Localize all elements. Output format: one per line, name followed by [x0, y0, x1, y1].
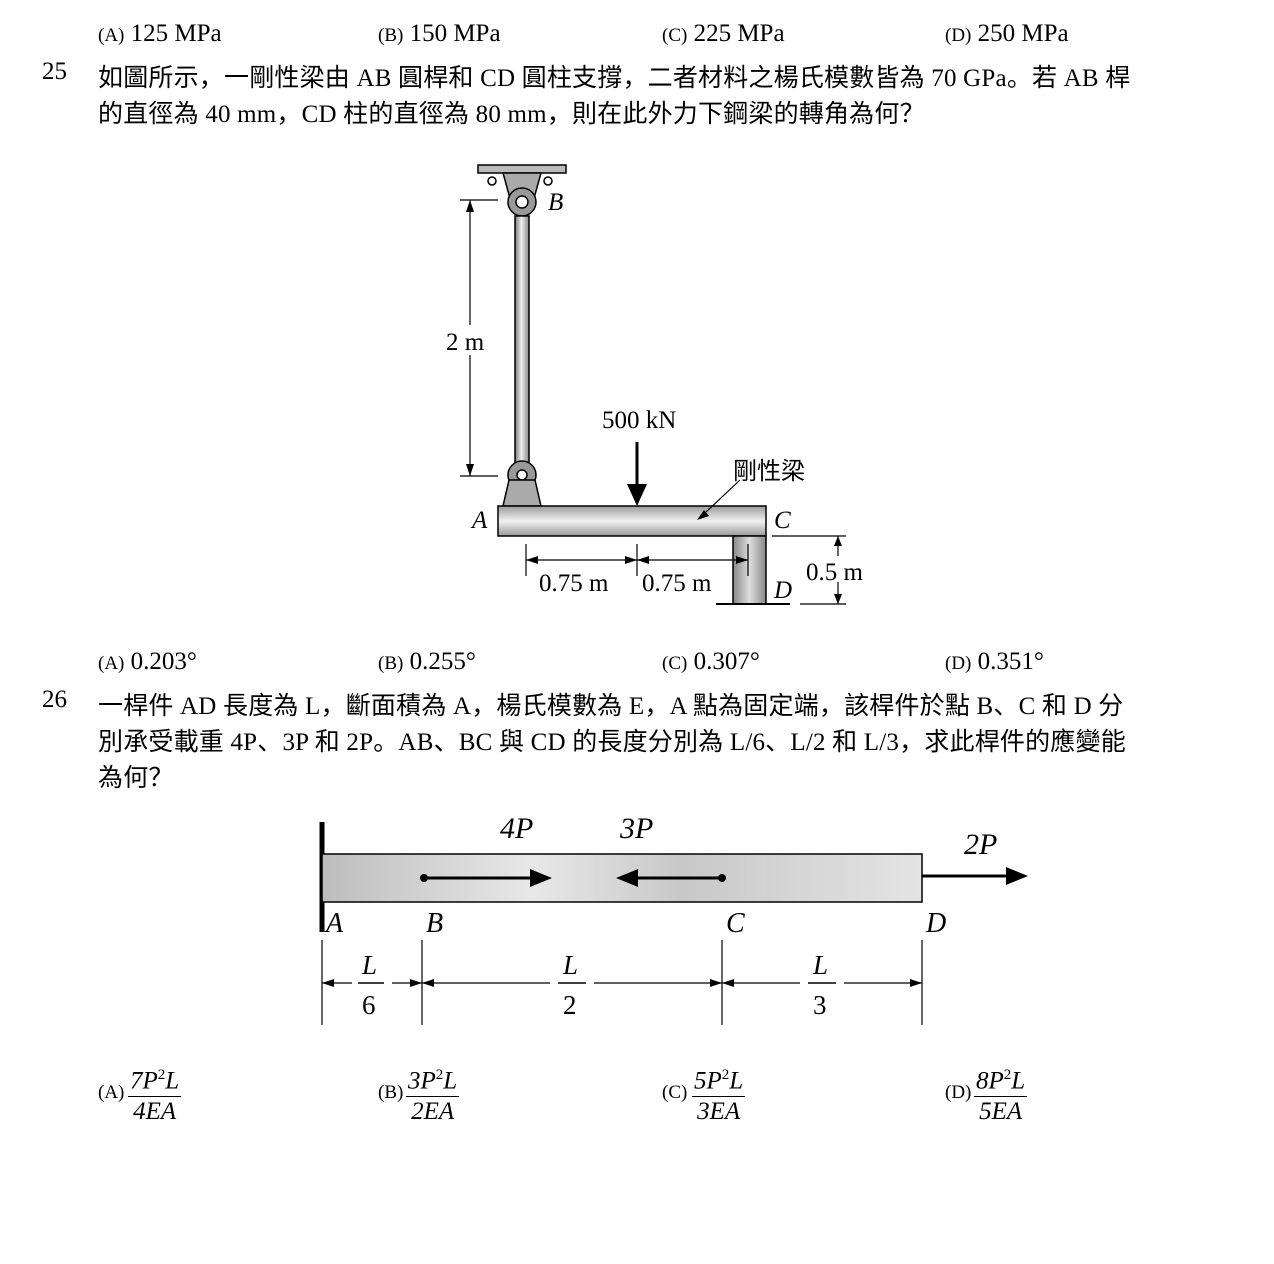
q25-text-line2: 的直徑為 40 mm，CD 柱的直徑為 80 mm，則在此外力下鋼梁的轉角為何？	[98, 101, 925, 128]
q25-options: (A) 0.203° (B) 0.255° (C) 0.307° (D) 0.3…	[0, 648, 1274, 682]
q26-fig-seg3-num: L	[812, 950, 828, 980]
q26-option-d-label: (D)	[945, 1082, 972, 1103]
q25-fig-label-b: B	[548, 189, 563, 216]
q26-fig-load-b: 4P	[500, 812, 533, 845]
q26-text-line2: 別承受載重 4P、3P 和 2P。AB、BC 與 CD 的長度分別為 L/6、L…	[98, 729, 1126, 756]
q25-fig-length-ab: 2 m	[446, 329, 485, 356]
q25-fig-label-a: A	[470, 507, 488, 534]
q26-option-b-label: (B)	[378, 1082, 404, 1103]
q24-option-c: (C) 225 MPa	[662, 20, 785, 47]
q26-option-a: 7P2L 4EA	[128, 1060, 182, 1127]
q26-fig-label-d: D	[925, 908, 946, 939]
q26-option-c: 5P2L 3EA	[692, 1060, 746, 1127]
q26-fig-seg2-den: 2	[563, 990, 577, 1020]
q25-fig-load: 500 kN	[602, 407, 676, 434]
q26-option-a-label: (A)	[98, 1082, 125, 1103]
q24-option-a: (A) 125 MPa	[98, 20, 222, 47]
q26-fig-load-d: 2P	[964, 828, 997, 861]
q26-fig-label-b: B	[426, 908, 443, 939]
q24-options: (A) 125 MPa (B) 150 MPa (C) 225 MPa (D) …	[0, 20, 1274, 54]
q26-fig-label-a: A	[324, 908, 344, 939]
q26-option-c-label: (C)	[662, 1082, 688, 1103]
q26-fig-label-c: C	[726, 908, 745, 939]
q26-option-b: 3P2L 2EA	[406, 1060, 460, 1127]
q25-fig-beam-label: 剛性梁	[733, 458, 805, 485]
q25-fig-label-c: C	[774, 507, 791, 534]
q25-fig-height-cd: 0.5 m	[806, 559, 864, 586]
q26-text-line1: 一桿件 AD 長度為 L，斷面積為 A，楊氏模數為 E，A 點為固定端，該桿件於…	[98, 693, 1124, 720]
q25-text-line1: 如圖所示，一剛性梁由 AB 圓桿和 CD 圓柱支撐，二者材料之楊氏模數皆為 70…	[98, 65, 1131, 92]
q25-fig-label-d: D	[773, 577, 792, 604]
q25-fig-dim-left: 0.75 m	[539, 570, 609, 597]
q24-option-b: (B) 150 MPa	[378, 20, 501, 47]
q26-figure: 4P 3P 2P A B C D L 6 L 2 L 3	[319, 812, 1028, 1025]
q25-number: 25	[42, 58, 67, 85]
q25-option-c: (C) 0.307°	[662, 648, 760, 675]
q25-fig-dim-right: 0.75 m	[642, 570, 712, 597]
q25-option-b: (B) 0.255°	[378, 648, 476, 675]
q26-option-d: 8P2L 5EA	[974, 1060, 1028, 1127]
q26-fig-seg1-den: 6	[362, 990, 376, 1020]
q26-number: 26	[42, 686, 67, 713]
q26-fig-seg2-num: L	[562, 950, 578, 980]
q26-fig-seg1-num: L	[361, 950, 377, 980]
q26-text-line3: 為何？	[98, 765, 174, 792]
q25-figure: B 2 m 500 kN 剛性梁 A C 0.75 m 0.75 m D 0.5…	[440, 164, 864, 605]
q25-option-d: (D) 0.351°	[945, 648, 1044, 675]
q24-option-d: (D) 250 MPa	[945, 20, 1069, 47]
q26-fig-seg3-den: 3	[813, 990, 827, 1020]
q26-fig-load-c: 3P	[619, 812, 653, 845]
q25-option-a: (A) 0.203°	[98, 648, 197, 675]
